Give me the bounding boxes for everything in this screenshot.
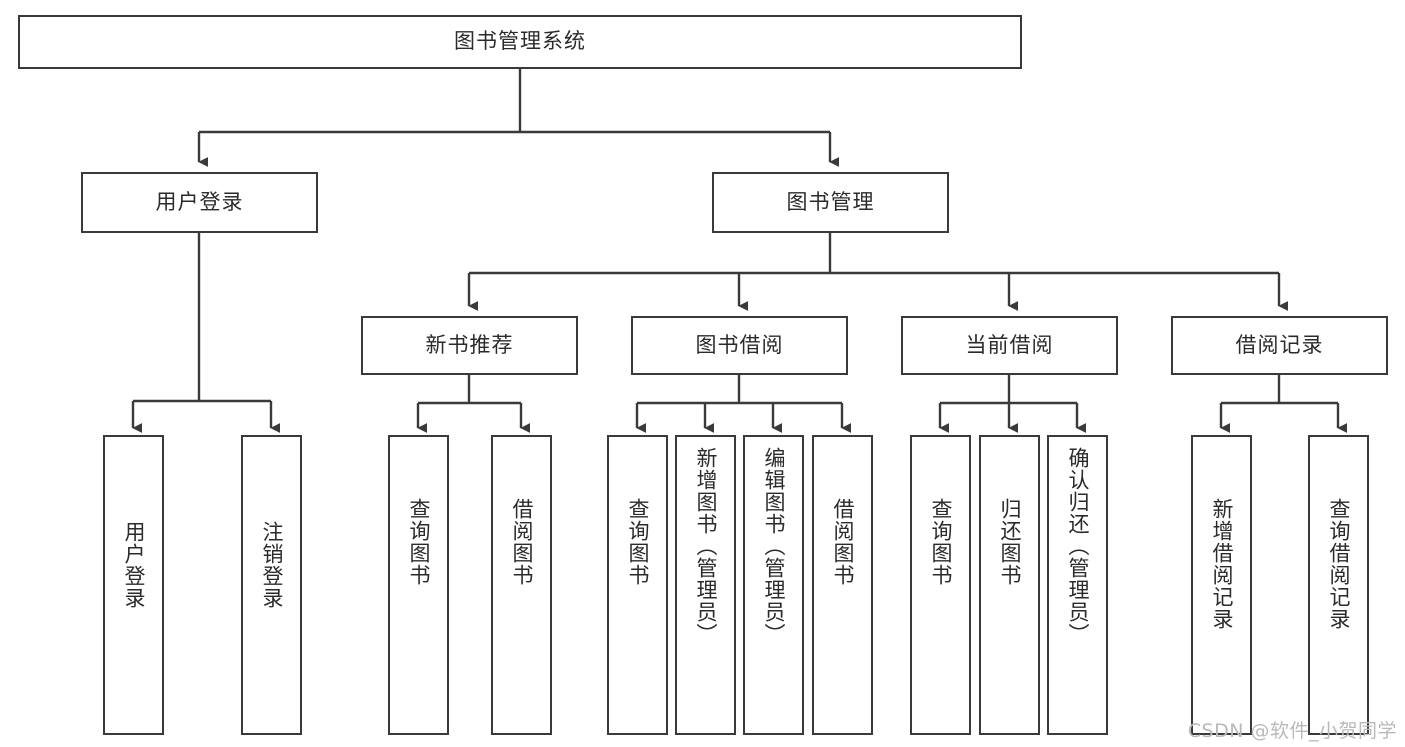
node-leaf-confirm-return[interactable]: 确认归还（管理员） bbox=[1047, 435, 1108, 735]
node-leaf-add-book-label: 新增图书（管理员） bbox=[693, 447, 718, 645]
node-new-book-recommend[interactable]: 新书推荐 bbox=[361, 316, 578, 375]
node-book-management[interactable]: 图书管理 bbox=[712, 172, 949, 233]
node-book-borrow-label: 图书借阅 bbox=[695, 332, 784, 357]
node-current-borrow-label: 当前借阅 bbox=[965, 332, 1054, 357]
node-leaf-add-record[interactable]: 新增借阅记录 bbox=[1191, 435, 1252, 735]
node-leaf-query-record-label: 查询借阅记录 bbox=[1326, 498, 1351, 630]
node-leaf-query-book-borrow-label: 查询图书 bbox=[625, 498, 650, 586]
node-leaf-query-book-borrow[interactable]: 查询图书 bbox=[607, 435, 668, 735]
node-leaf-query-book-current[interactable]: 查询图书 bbox=[910, 435, 971, 735]
node-borrow-records-label: 借阅记录 bbox=[1235, 332, 1324, 357]
node-leaf-edit-book[interactable]: 编辑图书（管理员） bbox=[743, 435, 804, 735]
node-leaf-return-book-label: 归还图书 bbox=[997, 498, 1022, 586]
node-leaf-borrow-book[interactable]: 借阅图书 bbox=[812, 435, 873, 735]
node-leaf-user-login[interactable]: 用户登录 bbox=[103, 435, 164, 735]
node-leaf-add-book[interactable]: 新增图书（管理员） bbox=[675, 435, 736, 735]
node-leaf-logout-label: 注销登录 bbox=[259, 521, 284, 609]
node-new-book-recommend-label: 新书推荐 bbox=[425, 332, 514, 357]
node-leaf-query-book-recommend[interactable]: 查询图书 bbox=[388, 435, 449, 735]
node-leaf-return-book[interactable]: 归还图书 bbox=[979, 435, 1040, 735]
node-borrow-records[interactable]: 借阅记录 bbox=[1171, 316, 1388, 375]
node-leaf-confirm-return-label: 确认归还（管理员） bbox=[1065, 447, 1090, 645]
watermark-text: CSDN @软件_小贺同学 bbox=[1187, 720, 1397, 742]
node-user-login-label: 用户登录 bbox=[155, 189, 244, 214]
node-root[interactable]: 图书管理系统 bbox=[18, 15, 1022, 69]
node-leaf-query-book-recommend-label: 查询图书 bbox=[406, 498, 431, 586]
node-book-borrow[interactable]: 图书借阅 bbox=[631, 316, 848, 375]
node-leaf-borrow-book-recommend[interactable]: 借阅图书 bbox=[491, 435, 552, 735]
node-leaf-user-login-label: 用户登录 bbox=[121, 521, 146, 609]
node-book-management-label: 图书管理 bbox=[786, 189, 875, 214]
node-leaf-borrow-book-label: 借阅图书 bbox=[830, 498, 855, 586]
node-leaf-query-book-current-label: 查询图书 bbox=[928, 498, 953, 586]
node-leaf-logout[interactable]: 注销登录 bbox=[241, 435, 302, 735]
node-user-login[interactable]: 用户登录 bbox=[81, 172, 318, 233]
node-leaf-query-record[interactable]: 查询借阅记录 bbox=[1308, 435, 1369, 735]
node-leaf-borrow-book-recommend-label: 借阅图书 bbox=[509, 498, 534, 586]
node-root-label: 图书管理系统 bbox=[454, 29, 586, 54]
node-current-borrow[interactable]: 当前借阅 bbox=[901, 316, 1118, 375]
node-leaf-edit-book-label: 编辑图书（管理员） bbox=[761, 447, 786, 645]
node-leaf-add-record-label: 新增借阅记录 bbox=[1209, 498, 1234, 630]
